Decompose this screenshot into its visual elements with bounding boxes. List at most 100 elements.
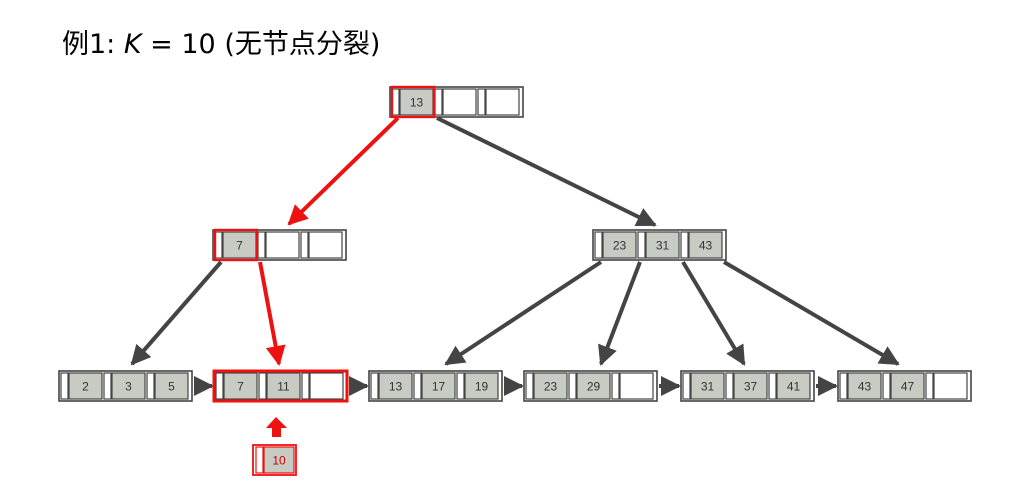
pointer-bar [525,372,534,400]
key-cell [308,231,343,259]
key-label: 5 [168,380,175,394]
pointer-bar [215,372,224,400]
pointer-bar [637,231,646,259]
key-cell [576,372,611,400]
leaf-node-2-highlight [212,369,349,403]
pointer-bar [103,372,112,400]
internal-node-1: 7 [212,228,347,262]
key-label: 31 [701,380,715,394]
key-cell [399,88,434,116]
key-cell [309,372,344,400]
key-cell [645,231,680,259]
pointer-bar [456,372,465,400]
key-cell [154,372,189,400]
key-label: 13 [389,380,403,394]
pointer-bar [768,372,777,400]
key-label: 3 [125,380,132,394]
key-cell [733,372,768,400]
key-cell [263,446,295,474]
leaf-node-4: 23 29 [523,370,658,402]
key-label: 17 [432,380,446,394]
edge-internal-2-to-leaf-3 [444,260,603,366]
insert-arrow-icon [266,417,287,437]
leaf-node-6: 43 47 [837,370,972,402]
leaf-node-1: 2 3 5 [58,370,193,402]
key-label: 29 [587,380,601,394]
pointer-bar [568,372,577,400]
pointer-bar [682,372,691,400]
pointer-bar [258,372,267,400]
key-cell [690,372,725,400]
key-cell [602,231,637,259]
key-label: 11 [277,380,290,394]
key-label: 19 [475,380,489,394]
edge-internal-1-to-leaf-1 [130,260,223,366]
title-equals: = 10 [141,29,225,60]
leaf-node-5: 31 37 41 [680,370,815,402]
pointer-bar [680,231,689,259]
key-cell [266,372,301,400]
pointer-bar [839,372,848,400]
key-cell [485,88,520,116]
key-cell [847,372,882,400]
key-cell [776,372,811,400]
pointer-bar [477,88,486,116]
internal-node-2: 23 31 43 [592,229,727,261]
pointer-bar [434,88,443,116]
pointer-bar [413,372,422,400]
key-cell [421,372,456,400]
slide-title: 例1: K = 10 (无节点分裂) [62,22,380,61]
pointer-bar [146,372,155,400]
edge-root-to-internal-1 [287,116,400,226]
pointer-bar [255,446,264,474]
key-label: 7 [237,380,244,394]
pointer-bar [725,372,734,400]
pointer-bar [611,372,620,400]
edge-root-to-internal-2 [436,116,657,227]
pointer-bar [60,372,69,400]
title-note: (无节点分裂) [224,29,381,60]
edge-internal-2-to-leaf-6 [722,260,900,366]
root-node: 13 [389,85,524,119]
key-label: 23 [544,380,558,394]
key-cell [265,231,300,259]
key-label: 41 [787,380,801,394]
key-label: 2 [82,380,89,394]
key-cell [533,372,568,400]
inserted-key-node: 10 [252,444,297,476]
key-cell [464,372,499,400]
leaf-node-3: 13 17 19 [368,370,503,402]
key-cell [442,88,477,116]
key-label: 43 [699,239,713,253]
key-label: 7 [236,239,243,253]
internal-node-1-path-highlight [213,228,259,262]
pointer-bar [300,231,309,259]
key-cell [378,372,413,400]
key-cell [111,372,146,400]
key-label: 37 [744,380,758,394]
key-label: 43 [858,380,872,394]
inserted-key-label: 10 [272,454,286,468]
leaf-node-2: 7 11 [212,369,349,403]
pointer-bar [594,231,603,259]
pointer-bar [882,372,891,400]
key-label: 13 [410,96,424,110]
title-prefix: 例1: [62,29,124,60]
key-cell [933,372,968,400]
key-label: 31 [656,239,670,253]
key-cell [619,372,654,400]
edge-internal-2-to-leaf-5 [681,260,746,366]
edges-layer [130,116,900,396]
pointer-bar [370,372,379,400]
title-variable: K [123,29,142,60]
edge-internal-1-to-leaf-2 [258,261,286,366]
key-label: 23 [613,239,627,253]
key-label: 47 [901,380,915,394]
key-cell [890,372,925,400]
key-cell [68,372,103,400]
key-cell [223,372,258,400]
key-cell [688,231,723,259]
pointer-bar [301,372,310,400]
